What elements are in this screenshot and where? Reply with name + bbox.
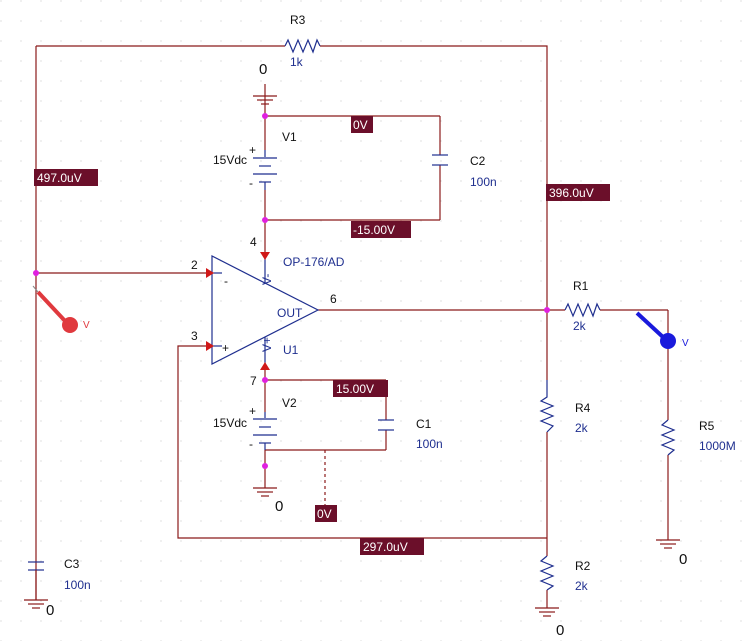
ground-r5: 0 bbox=[656, 539, 687, 568]
r5-name: R5 bbox=[699, 419, 715, 433]
tag-text-15v: 15.00V bbox=[336, 382, 374, 396]
r1-value: 2k bbox=[573, 319, 587, 333]
pin-6: 6 bbox=[330, 292, 337, 306]
v2-name: V2 bbox=[282, 396, 297, 410]
tag-text-neg15v: -15.00V bbox=[353, 223, 395, 237]
ground-v2: 0 bbox=[253, 487, 283, 515]
c1-value: 100n bbox=[416, 437, 443, 451]
voltage-tag-neg15v[interactable]: -15.00V bbox=[351, 221, 411, 238]
resistor-r5[interactable]: R5 1000M bbox=[660, 419, 736, 456]
resistor-r4[interactable]: R4 2k bbox=[539, 380, 591, 435]
pin-3: 3 bbox=[191, 329, 198, 343]
v1-name: V1 bbox=[282, 130, 297, 144]
red-probe-label: V bbox=[83, 320, 90, 331]
r3-value: 1k bbox=[290, 55, 304, 69]
v1-value: 15Vdc bbox=[213, 153, 247, 167]
pin4-arrow-icon bbox=[260, 252, 270, 260]
opamp-part: OP-176/AD bbox=[283, 255, 345, 269]
voltage-tag-297uv[interactable]: 297.0uV bbox=[360, 538, 424, 555]
ground-r2: 0 bbox=[535, 607, 564, 639]
pin-7: 7 bbox=[250, 374, 257, 388]
pin3-arrow-icon bbox=[206, 341, 214, 351]
junction-nodes bbox=[33, 113, 550, 469]
r3-name: R3 bbox=[290, 13, 306, 27]
v1-minus: - bbox=[249, 176, 253, 190]
c2-name: C2 bbox=[470, 154, 486, 168]
r4-value: 2k bbox=[575, 421, 589, 435]
voltage-tag-0v-top[interactable]: 0V bbox=[351, 116, 373, 133]
capacitor-c3[interactable]: C3 100n bbox=[28, 557, 91, 592]
opamp-u1[interactable]: - + V- V+ OUT OP-176/AD U1 bbox=[206, 252, 345, 370]
tag-text-0v-top: 0V bbox=[353, 118, 368, 132]
pin2-arrow-icon bbox=[206, 268, 214, 278]
resistor-r1[interactable]: R1 2k bbox=[564, 279, 601, 333]
v1-plus: + bbox=[249, 143, 256, 157]
voltage-tag-497uv[interactable]: 497.0uV bbox=[34, 169, 98, 186]
blue-probe-label: V bbox=[682, 338, 689, 349]
r5-value: 1000M bbox=[699, 439, 736, 453]
opamp-vminus: V- bbox=[260, 274, 274, 285]
tag-text-396uv: 396.0uV bbox=[549, 186, 594, 200]
ground-top-v1: 0 bbox=[253, 61, 277, 105]
tag-text-297uv: 297.0uV bbox=[363, 540, 408, 554]
c2-value: 100n bbox=[470, 175, 497, 189]
pin7-arrow-icon bbox=[260, 362, 270, 370]
ground-label-v2: 0 bbox=[275, 498, 283, 515]
c1-name: C1 bbox=[416, 417, 432, 431]
ground-label-r5: 0 bbox=[679, 551, 687, 568]
r2-name: R2 bbox=[575, 559, 591, 573]
resistor-r2[interactable]: R2 2k bbox=[539, 555, 591, 593]
ground-c3: 0 bbox=[24, 570, 54, 619]
c3-name: C3 bbox=[64, 557, 80, 571]
pin-numbers: 2 3 4 6 7 bbox=[191, 235, 337, 388]
capacitor-c2[interactable]: C2 100n bbox=[432, 154, 497, 189]
opamp-minus-sign: - bbox=[224, 274, 228, 288]
r2-value: 2k bbox=[575, 579, 589, 593]
dc-source-v2[interactable]: V2 15Vdc + - bbox=[213, 396, 297, 451]
v2-minus: - bbox=[249, 437, 253, 451]
opamp-out-label: OUT bbox=[277, 306, 303, 320]
opamp-name: U1 bbox=[283, 343, 299, 357]
ground-label-r2: 0 bbox=[556, 622, 564, 639]
v2-plus: + bbox=[249, 404, 256, 418]
ground-label-top: 0 bbox=[259, 61, 267, 78]
voltage-probe-blue[interactable]: V bbox=[635, 311, 689, 349]
v2-value: 15Vdc bbox=[213, 416, 247, 430]
voltage-tag-0v-bottom[interactable]: 0V bbox=[315, 505, 337, 522]
voltage-tag-396uv[interactable]: 396.0uV bbox=[546, 184, 610, 201]
c3-value: 100n bbox=[64, 578, 91, 592]
r1-name: R1 bbox=[573, 279, 589, 293]
resistor-r3[interactable]: R3 1k bbox=[284, 13, 321, 69]
ground-label-c3: 0 bbox=[46, 602, 54, 619]
tag-text-497uv: 497.0uV bbox=[37, 171, 82, 185]
dc-source-v1[interactable]: V1 15Vdc + - bbox=[213, 130, 297, 190]
pin-2: 2 bbox=[191, 258, 198, 272]
voltage-probe-red[interactable]: V bbox=[32, 285, 90, 333]
capacitor-c1[interactable]: C1 100n bbox=[378, 417, 443, 451]
opamp-plus-sign: + bbox=[222, 341, 229, 355]
opamp-vplus: V+ bbox=[260, 337, 274, 352]
voltage-tag-15v[interactable]: 15.00V bbox=[333, 380, 388, 397]
pin-4: 4 bbox=[250, 235, 257, 249]
tag-text-0v-bottom: 0V bbox=[317, 507, 332, 521]
r4-name: R4 bbox=[575, 401, 591, 415]
